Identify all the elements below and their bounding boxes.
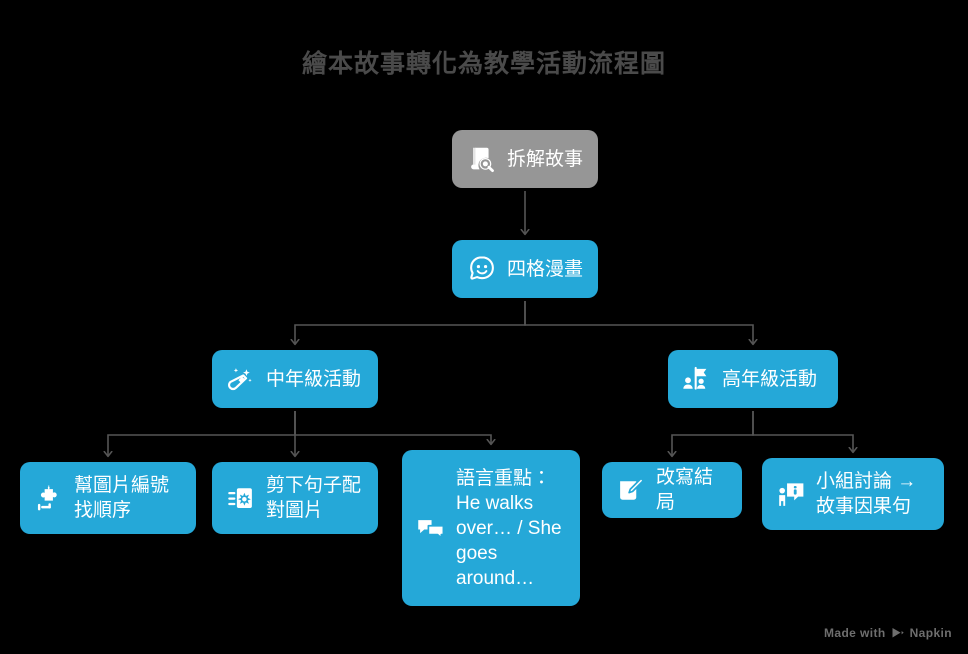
node-label: 剪下句子配 對圖片: [266, 475, 362, 521]
node-upper-grade-activities[interactable]: 高年級活動: [668, 350, 838, 408]
book-search-icon: [467, 144, 497, 174]
cut-card-icon: [226, 483, 256, 513]
node-rewrite-ending[interactable]: 改寫結局: [602, 462, 742, 518]
node-label: 幫圖片編號 找順序: [74, 475, 170, 521]
edge-middle-lang: [294, 408, 491, 444]
magic-wand-icon: [226, 364, 256, 394]
watermark-brand: Napkin: [909, 626, 952, 640]
node-label: 高年級活動: [722, 368, 818, 390]
node-cut-sentences-match-pictures[interactable]: 剪下句子配 對圖片: [212, 462, 378, 534]
smiley-face-icon: [467, 254, 497, 284]
node-label: 語言重點： He walks over… / She goes around…: [456, 467, 562, 589]
edge-comic-middle: [295, 298, 526, 344]
node-middle-grade-activities[interactable]: 中年級活動: [212, 350, 378, 408]
node-label: 四格漫畫: [506, 258, 583, 280]
node-number-pictures-sequence[interactable]: 幫圖片編號 找順序: [20, 462, 196, 534]
puzzle-piece-icon: [34, 483, 64, 513]
node-group-discussion-causal-sentences[interactable]: 小組討論 → 故事因果句: [762, 458, 944, 530]
edge-middle-number: [108, 408, 296, 456]
group-flag-icon: [682, 364, 712, 394]
edge-upper-discuss: [752, 408, 853, 452]
node-four-panel-comic[interactable]: 四格漫畫: [452, 240, 598, 298]
edge-upper-rewrite: [672, 408, 754, 456]
pencil-edit-icon: [616, 475, 646, 505]
napkin-logo-icon: [891, 627, 905, 639]
page-title: 繪本故事轉化為教學活動流程圖: [301, 50, 666, 78]
node-language-focus[interactable]: 語言重點： He walks over… / She goes around…: [402, 450, 580, 606]
node-label: 中年級活動: [266, 368, 362, 390]
napkin-watermark: Made with Napkin: [824, 626, 952, 640]
node-label: 拆解故事: [506, 148, 583, 170]
watermark-prefix: Made with: [823, 626, 886, 640]
person-info-icon: [776, 479, 806, 509]
speech-bubbles-icon: [416, 513, 446, 543]
node-label: 改寫結局: [656, 467, 714, 513]
edge-comic-upper: [524, 298, 753, 344]
node-label: 小組討論 → 故事因果句: [816, 471, 917, 517]
node-decompose-story[interactable]: 拆解故事: [452, 130, 598, 188]
